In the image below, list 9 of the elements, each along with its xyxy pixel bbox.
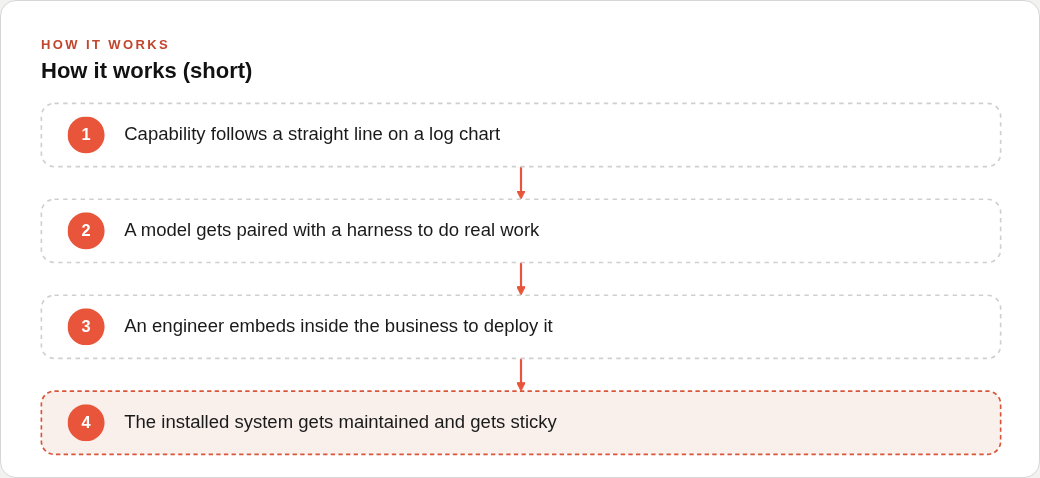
- arrow: [516, 358, 526, 392]
- section-kicker: HOW IT WORKS: [41, 37, 171, 53]
- node-box: 3 An engineer embeds inside the business to deploy it: [40, 294, 1002, 360]
- node-box: 4 The installed system gets maintained and gets sticky: [40, 390, 1002, 456]
- node-box: 2 A model gets paired with a harness to do real work: [40, 198, 1002, 264]
- node-box: 1 Capability follows a straight line on a log chart: [40, 102, 1002, 168]
- arrow: [516, 262, 526, 296]
- arrow: [516, 166, 526, 200]
- diagram-title: How it works (short): [41, 57, 253, 85]
